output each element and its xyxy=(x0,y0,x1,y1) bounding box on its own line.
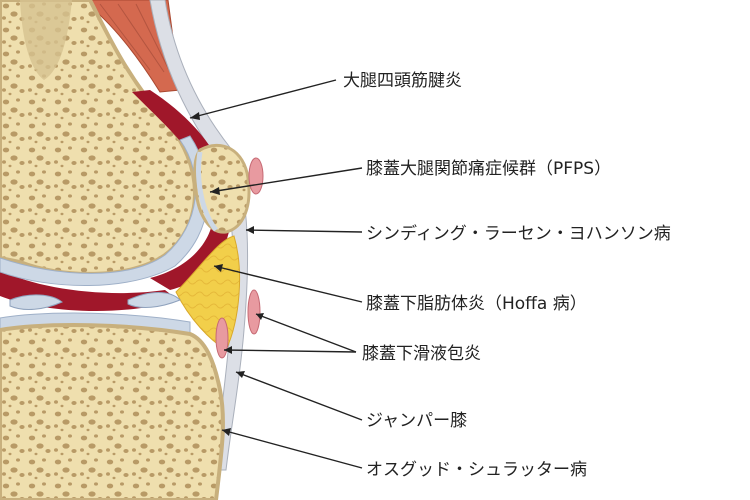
infrapatellar-bursa-deep xyxy=(215,317,229,359)
label-hoffa: 膝蓋下脂肪体炎（Hoffa 病） xyxy=(366,294,587,314)
leader-jumpers-knee xyxy=(235,371,363,421)
leader-bursa-2 xyxy=(223,349,357,353)
label-sinding-larsen-johansson: シンディング・ラーセン・ヨハンソン病 xyxy=(366,223,671,244)
leader-osgood xyxy=(221,429,363,469)
femoral-cartilage xyxy=(0,135,209,286)
infrapatellar-bursa-superficial xyxy=(247,289,261,335)
meniscus-anterior xyxy=(127,292,181,308)
leader-bursa-1 xyxy=(255,313,357,353)
tibia xyxy=(0,323,225,500)
leader-sinding-larsen xyxy=(245,229,363,233)
label-infrapatellar-bursitis: 膝蓋下滑液包炎 xyxy=(362,344,481,364)
leader-pfps xyxy=(209,167,363,193)
leader-quadriceps xyxy=(189,79,337,119)
meniscus-posterior xyxy=(9,294,63,310)
suprapatellar-bursa xyxy=(248,157,264,195)
synovial-lining xyxy=(132,90,232,290)
label-osgood-schlatter: オスグッド・シュラッター病 xyxy=(366,460,587,480)
leader-hoffa xyxy=(213,265,363,303)
label-jumpers-knee: ジャンパー膝 xyxy=(366,411,467,431)
label-quadriceps-tendinitis: 大腿四頭筋腱炎 xyxy=(343,71,462,91)
label-pfps: 膝蓋大腿関節痛症候群（PFPS） xyxy=(366,159,611,179)
patella xyxy=(193,143,251,234)
